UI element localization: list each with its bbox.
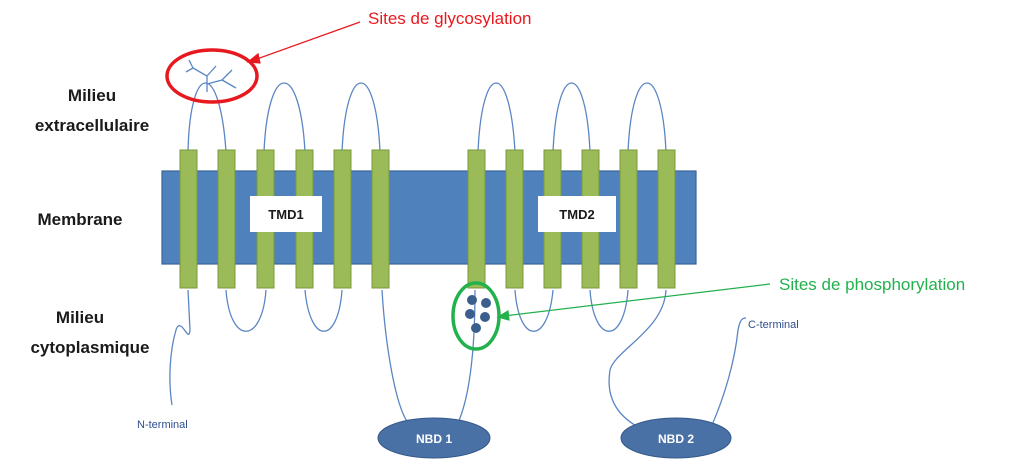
protein-loops <box>169 82 747 429</box>
ec-loop-2 <box>263 82 306 153</box>
helix-5 <box>333 149 352 289</box>
glycosylation-tree-icon <box>185 59 237 92</box>
extracellular-label-line2: extracellulaire <box>35 116 149 135</box>
cyto-loop-1 <box>225 289 267 332</box>
tmd2-box: TMD2 <box>538 196 616 232</box>
ec-loop-3 <box>341 82 381 153</box>
phosphorylation-callout: Sites de phosphorylation <box>779 275 965 294</box>
phosphorylation-dots <box>465 295 491 333</box>
tmd2-label: TMD2 <box>559 207 594 222</box>
c-terminal-label: C-terminal <box>748 319 799 331</box>
n-terminal-label: N-terminal <box>137 419 188 431</box>
helix-8 <box>505 149 524 289</box>
phosphorylation-arrow <box>496 283 771 321</box>
ec-loop-4 <box>477 82 516 153</box>
helix-12 <box>657 149 676 289</box>
c-terminal-tail <box>711 317 747 426</box>
ec-loop-5 <box>552 82 591 153</box>
tmd1-label: TMD1 <box>268 207 303 222</box>
extracellular-label-line1: Milieu <box>68 86 116 105</box>
cyto-loop-3 <box>514 289 554 332</box>
helix-2 <box>217 149 236 289</box>
n-terminal-tail <box>169 289 191 406</box>
phosphorylation-circle <box>451 281 501 351</box>
ec-loop-1 <box>187 82 227 153</box>
nbd2-linker-in <box>608 289 667 429</box>
ec-loop-6 <box>627 82 667 153</box>
cytoplasmic-label-line1: Milieu <box>56 308 104 327</box>
cyto-loop-2 <box>304 289 343 332</box>
helix-7 <box>467 149 486 289</box>
nbd1: NBD 1 <box>377 417 491 459</box>
transmembrane-helices <box>179 149 676 289</box>
nbd1-linker-in <box>381 289 411 426</box>
helix-11 <box>619 149 638 289</box>
helix-6 <box>371 149 390 289</box>
glycosylation-arrow <box>246 21 361 64</box>
nbd2: NBD 2 <box>620 417 732 459</box>
tmd1-box: TMD1 <box>250 196 322 232</box>
membrane-label: Membrane <box>37 210 122 229</box>
glycosylation-circle <box>165 48 259 104</box>
nbd1-linker-out <box>457 289 476 424</box>
nbd1-label: NBD 1 <box>416 432 452 446</box>
glycosylation-callout: Sites de glycosylation <box>368 9 531 28</box>
cytoplasmic-label-line2: cytoplasmique <box>30 338 149 357</box>
cyto-loop-4 <box>589 289 629 332</box>
helix-1 <box>179 149 198 289</box>
nbd2-label: NBD 2 <box>658 432 694 446</box>
